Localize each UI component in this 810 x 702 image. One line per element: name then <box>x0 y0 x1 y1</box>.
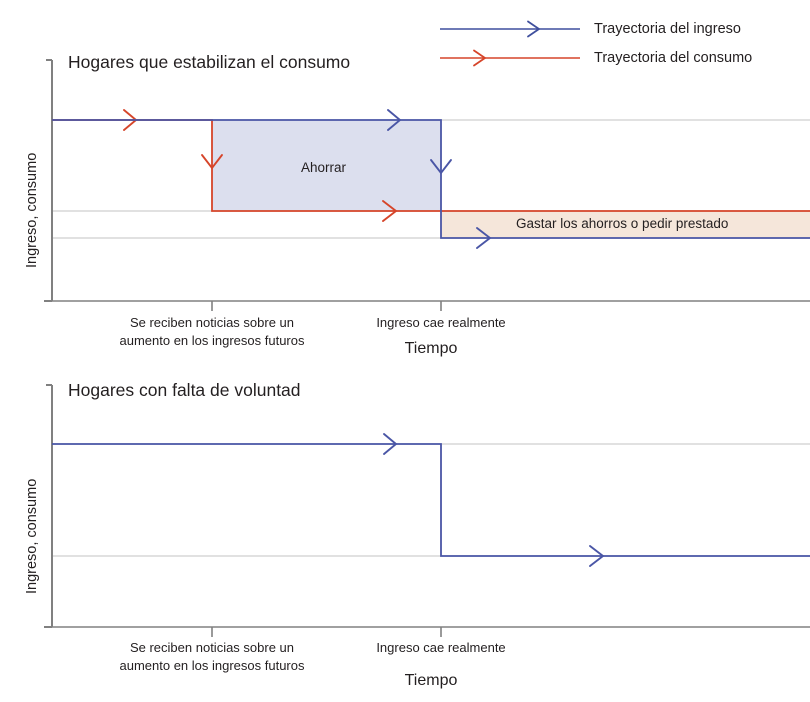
arrow-line-icon <box>440 48 580 68</box>
chart-2-xtick-news-line2: aumento en los ingresos futuros <box>119 657 305 673</box>
chart-2-xtick-fall: Ingreso cae realmente <box>341 639 541 657</box>
income-arrow-2a <box>383 433 398 455</box>
arrow-line-icon <box>440 19 580 39</box>
legend-item-income-label: Trayectoria del ingreso <box>594 20 741 37</box>
chart-2-title: Hogares con falta de voluntad <box>68 380 301 400</box>
legend-item-income: Trayectoria del ingreso <box>440 14 800 43</box>
chart-1-xtick-news: Se reciben noticias sobre un aumento en … <box>92 314 332 349</box>
legend-item-consumption-label: Trayectoria del consumo <box>594 49 753 66</box>
chart-2-xtick-news-line1: Se reciben noticias sobre un <box>129 640 295 655</box>
chart-1-y-axis-label: Ingreso, consumo <box>24 152 40 268</box>
chart-2-plot <box>44 384 810 637</box>
legend-item-consumption: Trayectoria del consumo <box>440 43 800 72</box>
consumption-arrow-1 <box>123 109 138 131</box>
income-arrow-2 <box>430 159 452 175</box>
chart-1-title: Hogares que estabilizan el consumo <box>68 52 351 72</box>
income-path-2 <box>52 443 810 557</box>
income-arrow-2b <box>589 545 605 567</box>
legend: Trayectoria del ingreso Trayectoria del … <box>440 14 800 72</box>
chart-1-xtick-fall-line1: Ingreso cae realmente <box>376 315 506 330</box>
chart-2-xtick-fall-line1: Ingreso cae realmente <box>376 640 506 655</box>
consumption-arrow-3 <box>382 200 398 222</box>
spend-region-label: Gastar los ahorros o pedir prestado <box>516 216 729 231</box>
consumption-path <box>52 119 810 212</box>
chart-1-xtick-fall: Ingreso cae realmente <box>341 314 541 332</box>
chart-2-y-axis-label: Ingreso, consumo <box>24 478 40 594</box>
chart-1-xtick-news-line2: aumento en los ingresos futuros <box>119 332 305 348</box>
chart-1-xtick-news-line1: Se reciben noticias sobre un <box>129 315 295 330</box>
chart-1-x-axis-label: Tiempo <box>404 340 458 357</box>
income-arrow-1 <box>387 109 402 131</box>
save-region-label: Ahorrar <box>301 160 347 175</box>
income-arrow-3 <box>476 227 492 249</box>
chart-2-x-axis-label: Tiempo <box>404 672 458 689</box>
chart-2-xtick-news: Se reciben noticias sobre un aumento en … <box>92 639 332 674</box>
chart-1-plot <box>44 59 810 311</box>
consumption-arrow-2 <box>201 154 223 170</box>
